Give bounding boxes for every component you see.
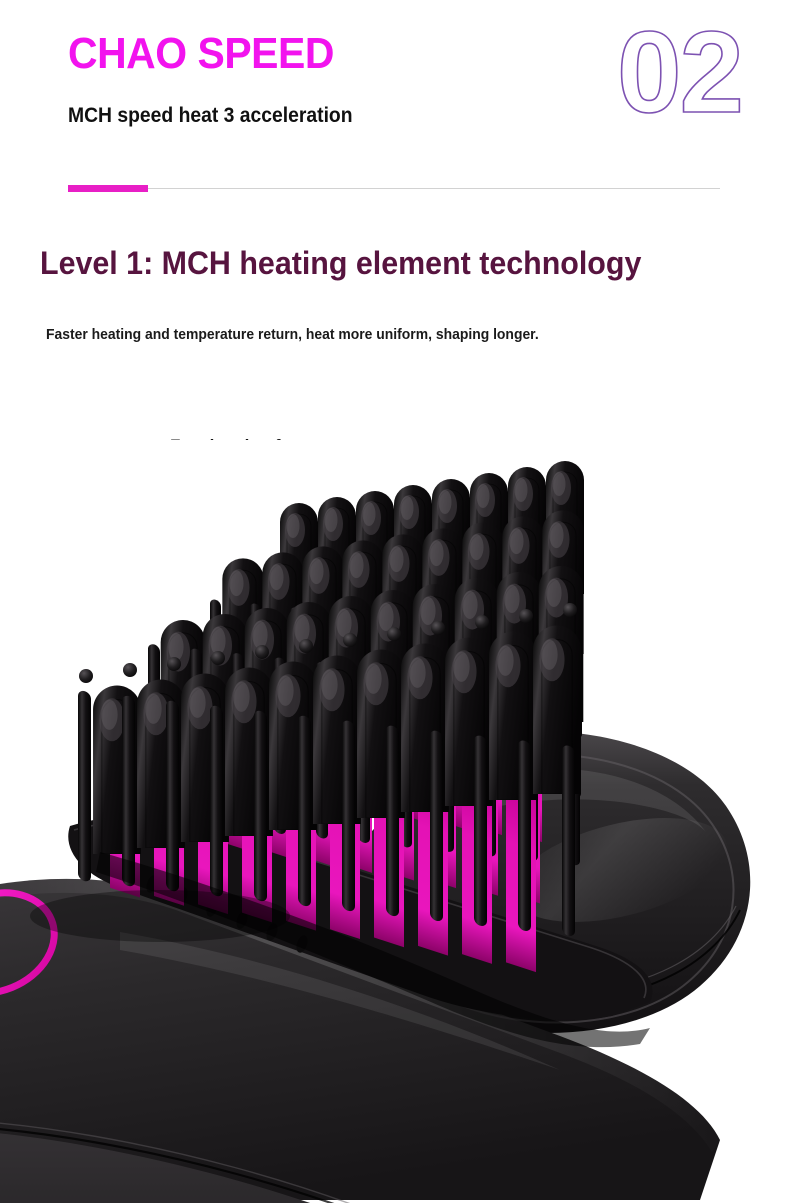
divider-accent-bar	[68, 185, 148, 192]
divider-rule	[148, 188, 720, 189]
page-kicker: CHAO SPEED	[68, 29, 334, 78]
section-divider	[68, 185, 720, 192]
power-indicator-ring	[0, 889, 58, 997]
section-number-outline: 02	[616, 7, 745, 137]
brush-row-front	[78, 603, 581, 973]
section-subtitle: Faster heating and temperature return, h…	[46, 327, 539, 343]
section-title: Level 1: MCH heating element technology	[40, 245, 642, 281]
page-kicker-subtitle: MCH speed heat 3 acceleration	[68, 104, 353, 127]
hair-straightener-brush	[0, 440, 790, 1203]
